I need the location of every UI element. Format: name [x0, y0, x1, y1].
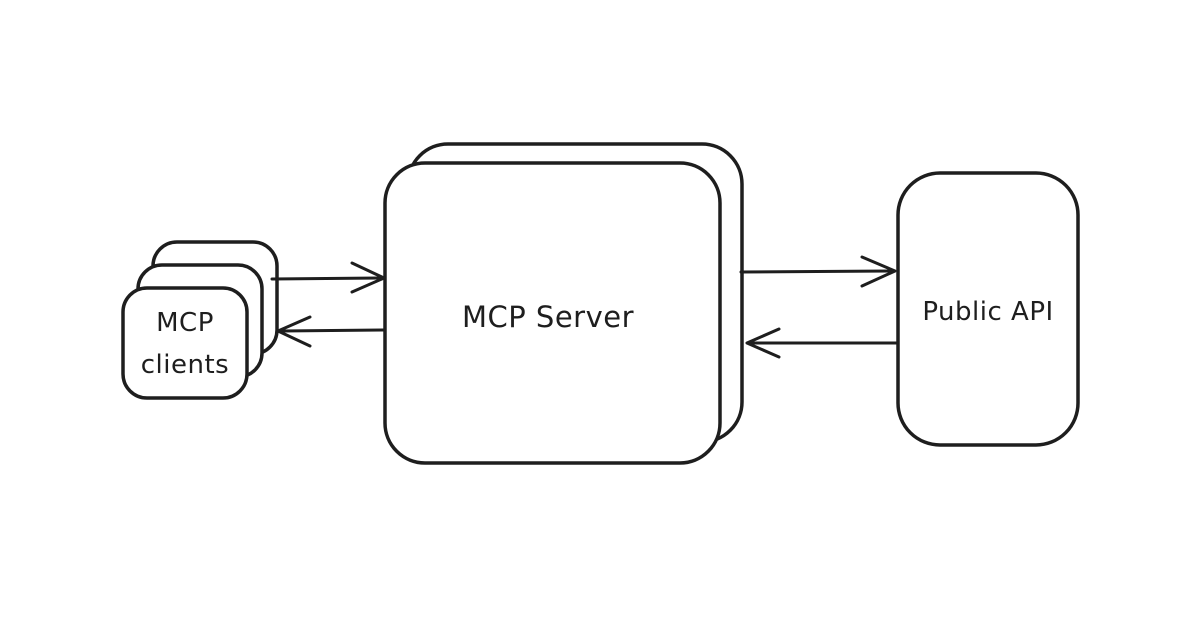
node-mcp-clients	[121, 240, 279, 400]
edge-line-server-to-api	[739, 269, 892, 274]
node-public-api	[896, 171, 1080, 447]
diagram-root: MCP clients MCP Server Public API	[121, 142, 1080, 465]
arrowhead-left-icon	[745, 327, 781, 359]
diagram-labels: MCP clients MCP Server Public API	[141, 297, 1053, 380]
edge-server-to-clients	[276, 315, 386, 348]
server-box-front	[383, 161, 722, 465]
edge-line-clients-to-server	[270, 276, 382, 281]
mcp-clients-label-line1: MCP	[156, 308, 214, 338]
node-mcp-server	[383, 142, 744, 465]
arrowhead-right-icon	[860, 255, 897, 288]
mcp-server-label: MCP Server	[462, 300, 634, 334]
edge-api-to-server	[745, 327, 899, 359]
edge-line-server-to-clients	[279, 328, 386, 333]
client-card-front	[121, 286, 249, 400]
arrowhead-left-icon	[276, 315, 312, 348]
public-api-label: Public API	[922, 297, 1053, 327]
edge-clients-to-server	[270, 261, 386, 294]
edge-server-to-api	[739, 255, 897, 288]
public-api-box	[896, 171, 1080, 447]
arrowhead-right-icon	[350, 261, 386, 294]
mcp-clients-label-line2: clients	[141, 350, 229, 380]
